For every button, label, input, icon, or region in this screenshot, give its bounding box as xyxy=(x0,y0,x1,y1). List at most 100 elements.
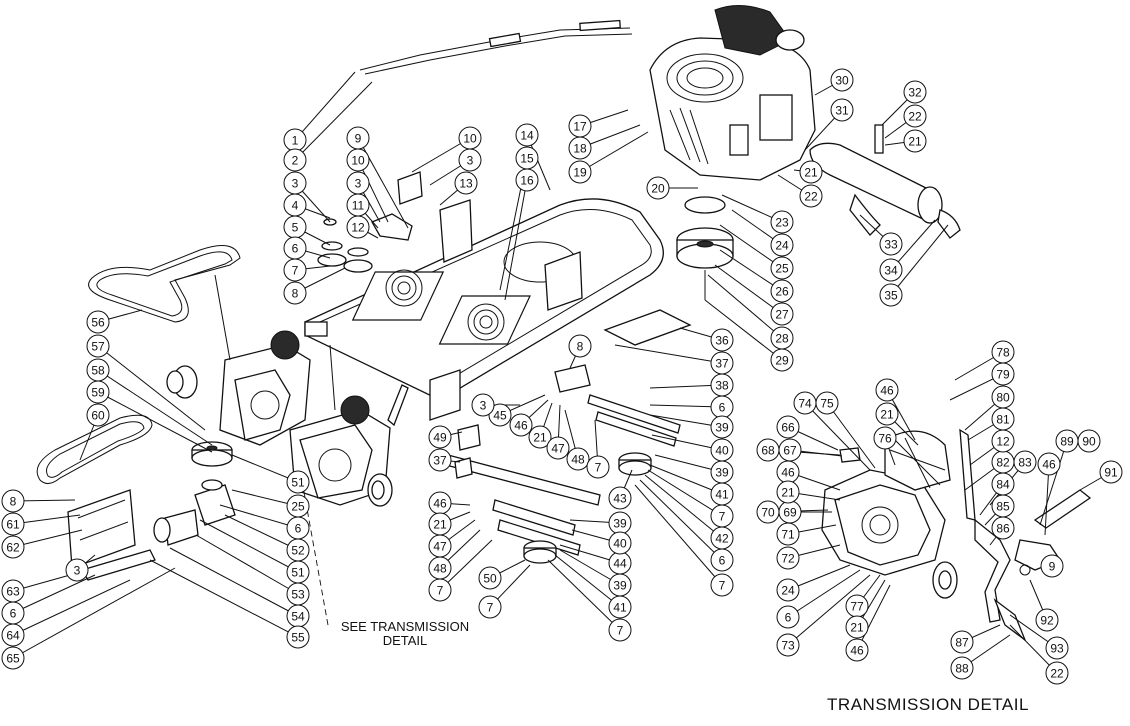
callout-circle xyxy=(1040,554,1064,578)
callout-circle xyxy=(879,258,903,282)
callout-7: 7 xyxy=(586,455,610,479)
callout-78: 78 xyxy=(991,340,1015,364)
callout-number: 14 xyxy=(520,129,534,143)
callout-circle xyxy=(776,522,800,546)
callout-70: 70 xyxy=(756,500,780,524)
callout-50: 50 xyxy=(478,566,502,590)
callout-21: 21 xyxy=(776,480,800,504)
callout-40: 40 xyxy=(608,531,632,555)
callout-number: 72 xyxy=(781,552,795,566)
drive-belt xyxy=(88,245,241,323)
callout-number: 39 xyxy=(715,421,729,435)
callout-7: 7 xyxy=(478,595,502,619)
callout-number: 21 xyxy=(850,621,864,635)
drive-pulley xyxy=(191,441,233,467)
callout-4: 4 xyxy=(283,193,307,217)
callout-number: 7 xyxy=(292,264,299,278)
leader-line-51a xyxy=(231,454,299,483)
cooling-fan-left xyxy=(351,269,445,321)
callout-number: 68 xyxy=(761,444,775,458)
leader-line-7d xyxy=(547,559,621,631)
callout-46: 46 xyxy=(845,638,869,662)
callout-46: 46 xyxy=(1037,452,1061,476)
callout-number: 82 xyxy=(996,456,1010,470)
leader-line-65 xyxy=(12,567,176,659)
callout-number: 25 xyxy=(291,500,305,514)
callout-85: 85 xyxy=(991,494,1015,518)
callout-15: 15 xyxy=(515,146,539,170)
leader-line-51b xyxy=(199,519,299,573)
callout-number: 48 xyxy=(571,453,585,467)
callout-51: 51 xyxy=(286,470,310,494)
callout-circle xyxy=(86,334,110,358)
callout-number: 21 xyxy=(433,518,447,532)
callout-circle xyxy=(86,403,110,427)
callout-circle xyxy=(776,415,800,439)
callout-circle xyxy=(770,302,794,326)
callout-circle xyxy=(568,334,592,358)
callout-number: 10 xyxy=(463,132,477,146)
callout-1: 1 xyxy=(283,128,307,152)
leader-line-39b xyxy=(654,454,723,473)
callout-circle xyxy=(756,500,780,524)
leader-line-57 xyxy=(97,345,206,431)
leader-line-46f xyxy=(856,584,891,651)
right-angle-gearbox xyxy=(153,479,236,546)
callout-number: 9 xyxy=(355,132,362,146)
callout-number: 48 xyxy=(433,562,447,576)
callout-56: 56 xyxy=(86,310,110,334)
callout-number: 87 xyxy=(955,636,969,650)
callout-79: 79 xyxy=(991,362,1015,386)
callout-39: 39 xyxy=(710,415,734,439)
callout-circle xyxy=(568,160,592,184)
callout-number: 91 xyxy=(1104,466,1118,480)
callout-circle xyxy=(1,601,25,625)
leader-line-54 xyxy=(169,547,299,617)
callout-circle xyxy=(1013,450,1037,474)
muffler xyxy=(809,124,961,239)
callout-46: 46 xyxy=(509,413,533,437)
leader-line-55 xyxy=(149,559,299,638)
callout-circle xyxy=(991,429,1015,453)
callout-59: 59 xyxy=(86,380,110,404)
leader-line-6e xyxy=(12,574,96,614)
callout-number: 7 xyxy=(617,624,624,638)
callout-53: 53 xyxy=(286,582,310,606)
callout-circle xyxy=(830,68,854,92)
callout-52: 52 xyxy=(286,538,310,562)
callout-circle xyxy=(875,402,899,426)
callout-number: 32 xyxy=(908,86,922,100)
callout-circle xyxy=(830,98,854,122)
callout-number: 16 xyxy=(520,174,534,188)
leader-line-89 xyxy=(1039,440,1068,526)
callout-42: 42 xyxy=(710,526,734,550)
callout-circle xyxy=(283,258,307,282)
callout-34: 34 xyxy=(879,258,903,282)
callout-number: 46 xyxy=(514,419,528,433)
callout-number: 36 xyxy=(715,334,729,348)
callout-number: 44 xyxy=(613,557,627,571)
callout-circle xyxy=(566,447,590,471)
callout-number: 89 xyxy=(1060,435,1074,449)
pulley-hardware-stack xyxy=(317,218,373,273)
left-transmission xyxy=(166,274,311,446)
callout-number: 1 xyxy=(292,134,299,148)
callout-circle xyxy=(286,470,310,494)
callout-number: 7 xyxy=(487,601,494,615)
callout-21: 21 xyxy=(528,425,552,449)
callout-circle xyxy=(845,638,869,662)
callout-circle xyxy=(478,595,502,619)
leader-line-38 xyxy=(649,384,723,389)
callout-number: 7 xyxy=(595,461,602,475)
callout-62: 62 xyxy=(1,535,25,559)
callout-number: 76 xyxy=(878,432,892,446)
callout-5: 5 xyxy=(283,215,307,239)
callout-21: 21 xyxy=(799,160,823,184)
leader-line-40 xyxy=(651,434,723,451)
callout-75: 75 xyxy=(815,391,839,415)
callout-number: 53 xyxy=(291,588,305,602)
callout-number: 73 xyxy=(781,639,795,653)
callout-32: 32 xyxy=(903,80,927,104)
callout-number: 79 xyxy=(996,368,1010,382)
callout-number: 65 xyxy=(6,652,20,666)
